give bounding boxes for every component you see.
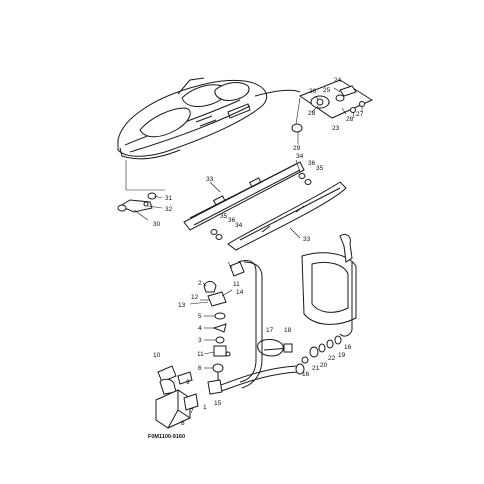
figure-code: F0M1100-9160: [148, 434, 185, 440]
callout-8: 8: [181, 420, 185, 427]
callout-27: 27: [356, 111, 364, 118]
callout-35-lower: 35: [220, 213, 228, 220]
callout-31: 31: [165, 195, 173, 202]
callout-1: 1: [203, 404, 207, 411]
callout-21: 21: [312, 365, 320, 372]
hose-run: [217, 259, 305, 393]
leader-lines: [133, 87, 363, 369]
callout-14: 14: [236, 289, 244, 296]
callout-29: 29: [293, 145, 301, 152]
intake-housing: [301, 233, 357, 337]
callout-3: 3: [198, 337, 202, 344]
callout-22: 22: [328, 355, 336, 362]
callout-28-left: 28: [308, 110, 316, 117]
callout-2: 2: [198, 280, 202, 287]
callout-12: 12: [191, 294, 199, 301]
callout-18: 18: [284, 327, 292, 334]
watercraft-illustration: [117, 77, 301, 160]
callout-6: 6: [198, 365, 202, 372]
callout-10: 10: [153, 352, 161, 359]
callout-26: 26: [309, 88, 317, 95]
callout-20: 20: [320, 362, 328, 369]
upper-rail: [183, 161, 312, 240]
lower-rail: [227, 181, 347, 251]
clamp-assembly: [257, 335, 342, 364]
callout-30: 30: [153, 221, 161, 228]
callout-9: 9: [186, 379, 190, 386]
callout-13: 13: [178, 302, 186, 309]
callout-36-lower: 36: [228, 217, 236, 224]
callout-24: 24: [334, 77, 342, 84]
callout-11-mid: 11: [197, 351, 204, 358]
callout-25: 25: [323, 87, 331, 94]
callout-7: 7: [190, 408, 194, 415]
callout-5: 5: [198, 313, 202, 320]
valve-stack: [203, 261, 245, 395]
bracket-30-assembly: [117, 160, 165, 213]
callout-28-right: 28: [346, 116, 354, 123]
callout-4: 4: [198, 325, 202, 332]
bracket-assembly: [291, 79, 374, 133]
callout-33-upper: 33: [206, 176, 214, 183]
callout-23: 23: [332, 125, 340, 132]
callout-11-top: 11: [233, 281, 240, 288]
callout-16-left: 16: [302, 371, 310, 378]
callout-33-lower: 33: [303, 236, 311, 243]
callout-17: 17: [266, 327, 274, 334]
callout-16-right: 16: [344, 344, 352, 351]
callout-34-upper: 34: [296, 153, 304, 160]
callout-19: 19: [338, 352, 346, 359]
callout-36-upper: 36: [308, 160, 316, 167]
callout-15: 15: [214, 400, 222, 407]
callout-35-upper: 35: [316, 165, 324, 172]
callout-labels: 1 2 3 4 5 6 7 8 9 10 11 11 12 13 14 15 1…: [153, 77, 364, 427]
lower-fittings: [155, 365, 199, 429]
callout-34-lower: 34: [235, 222, 243, 229]
callout-32: 32: [165, 206, 173, 213]
